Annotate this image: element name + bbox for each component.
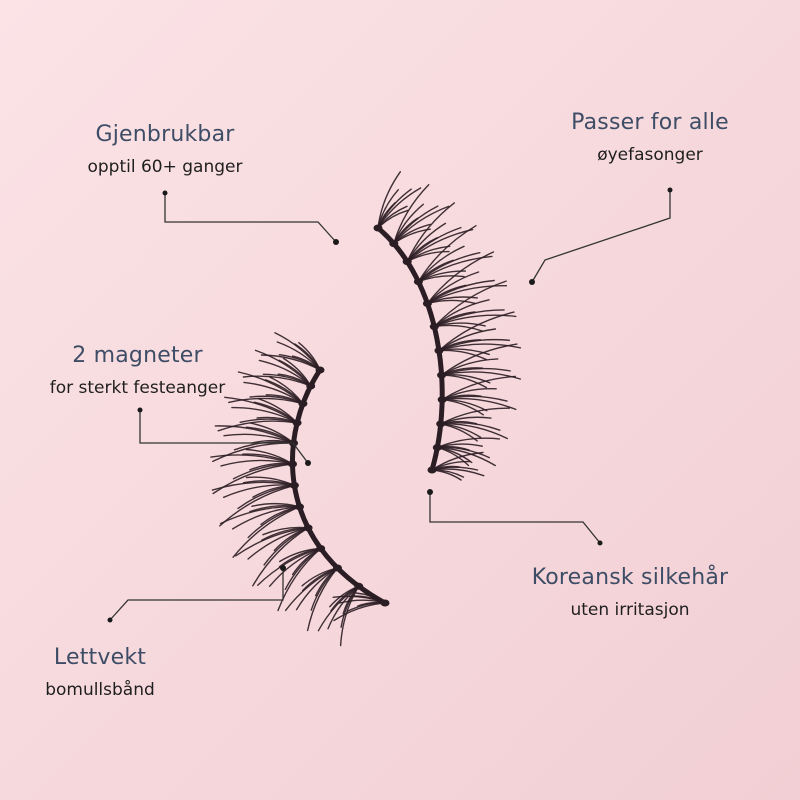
leader-lines <box>109 190 671 621</box>
lash-node <box>295 503 304 511</box>
lash-hair <box>441 397 517 411</box>
leader-dot-fits-all-end <box>667 187 673 193</box>
feature-silk: Koreansk silkehår uten irritasjon <box>500 563 760 623</box>
lash-hair <box>223 484 296 498</box>
lash-hair <box>252 527 309 587</box>
lash-hair <box>406 202 455 263</box>
right-lash-strip <box>373 171 522 481</box>
lash-hair <box>440 423 508 440</box>
feature-light: Lettvekt bomullsbånd <box>20 643 180 703</box>
lash-hair <box>277 547 322 612</box>
lash-hair <box>210 454 294 465</box>
leader-line-reusable <box>164 193 337 243</box>
lash-hair <box>417 225 477 283</box>
lash-node <box>303 524 313 532</box>
lash-hair <box>393 184 430 245</box>
feature-reusable-title: Gjenbrukbar <box>95 122 235 147</box>
leader-dot-magnets <box>305 460 311 466</box>
feature-silk-subtitle: uten irritasjon <box>570 600 690 620</box>
feature-magnets: 2 magneter for sterkt festeanger <box>15 341 260 401</box>
lash-node <box>402 258 412 266</box>
lash-node <box>289 481 299 489</box>
lash-hair <box>224 396 298 424</box>
feature-magnets-title: 2 magneter <box>72 343 203 368</box>
lash-node <box>429 323 439 331</box>
lash-node <box>434 347 444 355</box>
lash-hair <box>426 284 508 305</box>
lash-hair <box>306 567 339 632</box>
feature-fits-all: Passer for alle øyefasonger <box>545 108 755 168</box>
lash-hair <box>232 506 301 558</box>
feature-light-subtitle: bomullsbånd <box>45 680 155 700</box>
feature-light-title: Lettvekt <box>53 645 147 670</box>
lash-hair <box>438 311 515 352</box>
lash-node <box>380 599 390 607</box>
lash-hair <box>214 425 295 444</box>
feature-fits-all-title: Passer for alle <box>571 110 729 135</box>
lash-hair <box>440 407 511 425</box>
lash-hair <box>220 459 294 467</box>
lash-node <box>413 278 423 286</box>
lash-node <box>436 420 446 428</box>
lash-node <box>315 366 325 374</box>
lash-node <box>422 300 432 307</box>
lash-node <box>288 460 297 468</box>
leader-dot-fits-all <box>529 279 535 285</box>
lash-node <box>333 564 342 572</box>
feature-reusable-subtitle: opptil 60+ ganger <box>87 157 243 177</box>
lash-hair <box>228 397 304 405</box>
lash-node <box>298 400 308 408</box>
lash-hair <box>433 314 517 328</box>
lash-node <box>316 545 326 552</box>
lash-hair <box>232 506 301 530</box>
lash-node <box>389 240 399 248</box>
lash-node <box>437 371 447 379</box>
lash-node <box>432 444 442 451</box>
lash-hair <box>247 527 309 560</box>
leader-dot-light-end <box>107 617 113 623</box>
lash-hair <box>406 228 474 263</box>
lash-hair <box>440 343 518 376</box>
lash-hair <box>426 251 495 305</box>
lash-hair <box>441 375 516 401</box>
leader-dot-silk-end <box>597 540 603 546</box>
feature-silk-title: Koreansk silkehår <box>531 565 729 590</box>
lash-node <box>373 224 383 232</box>
lash-hair <box>219 505 301 525</box>
lash-hair <box>231 406 298 424</box>
leader-line-light <box>109 568 284 621</box>
lash-node <box>292 419 302 427</box>
lash-node <box>354 582 364 590</box>
lash-node <box>427 466 437 474</box>
lash-hair <box>211 481 296 491</box>
leader-line-silk <box>429 492 601 544</box>
lash-hair <box>393 205 450 245</box>
leader-line-fits-all <box>531 190 671 283</box>
leader-dot-light <box>280 565 286 571</box>
leader-dot-magnets-end <box>137 407 143 413</box>
lash-hair <box>438 343 522 352</box>
lash-band <box>375 225 445 473</box>
lash-hair <box>417 255 493 283</box>
lash-node <box>437 396 447 404</box>
lash-hair <box>217 420 298 432</box>
lash-hair <box>223 433 295 444</box>
feature-fits-all-subtitle: øyefasonger <box>597 145 703 165</box>
lash-hair <box>440 374 488 389</box>
lash-hair <box>212 463 294 495</box>
feature-magnets-subtitle: for sterkt festeanger <box>49 378 226 398</box>
feature-reusable: Gjenbrukbar opptil 60+ ganger <box>40 120 290 180</box>
leader-dots <box>107 187 673 623</box>
lash-hair <box>235 527 309 557</box>
leader-dot-reusable <box>333 239 339 245</box>
leader-dot-silk <box>427 489 433 495</box>
leader-line-magnets <box>139 410 309 464</box>
lash-hair <box>433 280 507 328</box>
lash-node <box>306 382 316 390</box>
leader-dot-reusable-end <box>162 190 168 196</box>
